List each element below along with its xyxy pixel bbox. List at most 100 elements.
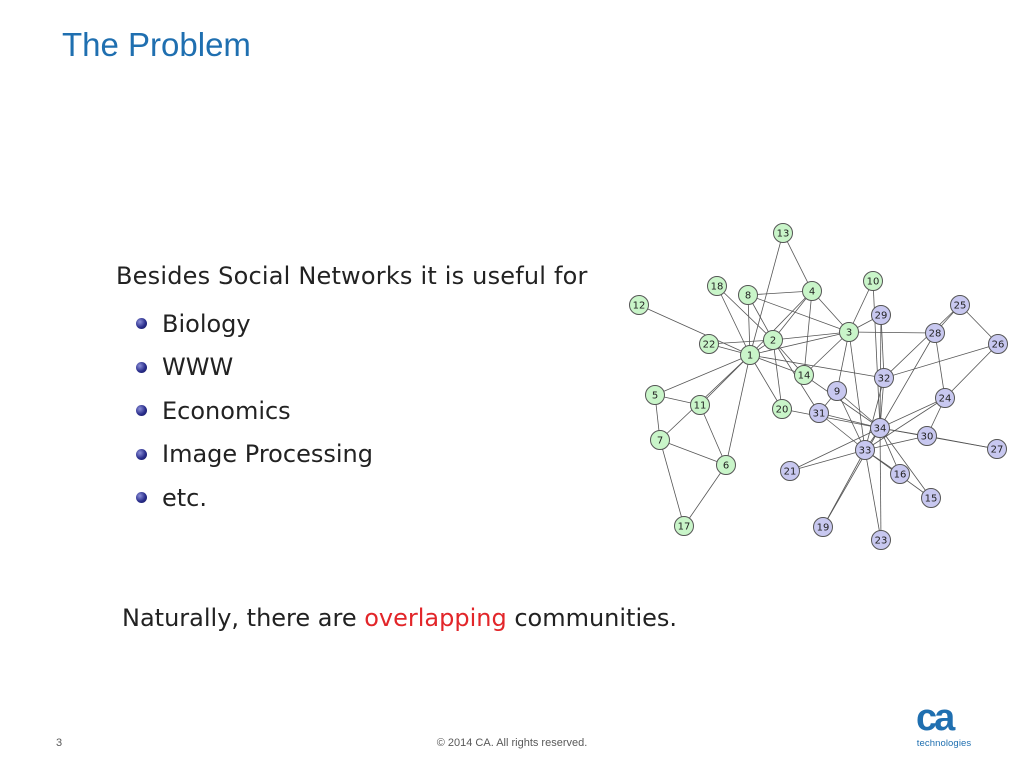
bullet-label: WWW [162, 353, 234, 382]
graph-node-23: 23 [871, 530, 891, 550]
graph-edge [864, 435, 928, 451]
graph-edge [749, 331, 850, 356]
graph-node-circle [763, 330, 783, 350]
graph-node-32: 32 [874, 368, 894, 388]
graph-node-label: 11 [694, 401, 707, 412]
graph-node-circle [987, 439, 1007, 459]
graph-node-30: 30 [917, 426, 937, 446]
graph-node-circle [716, 455, 736, 475]
graph-node-circle [674, 516, 694, 536]
bullet-icon [136, 318, 147, 330]
graph-node-label: 24 [939, 394, 952, 405]
graph-node-circle [950, 295, 970, 315]
graph-edge [879, 427, 932, 499]
graph-node-16: 16 [890, 464, 910, 484]
graph-node-label: 1 [747, 351, 753, 362]
graph-node-5: 5 [645, 385, 665, 405]
conclusion-highlight: overlapping [364, 604, 507, 632]
graph-edge [803, 374, 881, 429]
bullet-item: Economics [136, 389, 373, 433]
bullet-item: Biology [136, 302, 373, 346]
graph-node-14: 14 [794, 365, 814, 385]
graph-edge [781, 408, 881, 429]
graph-edges [638, 232, 999, 541]
graph-node-circle [863, 271, 883, 291]
graph-node-25: 25 [950, 295, 970, 315]
conclusion-lead: Naturally, there are [122, 604, 365, 632]
graph-edge [864, 449, 882, 541]
graph-node-circle [780, 461, 800, 481]
graph-node-4: 4 [802, 281, 822, 301]
graph-node-label: 32 [878, 374, 891, 385]
graph-node-34: 34 [870, 418, 890, 438]
graph-node-circle [794, 365, 814, 385]
graph-edge [659, 439, 727, 466]
bullet-item: Image Processing [136, 433, 373, 477]
graph-edge [772, 331, 850, 341]
graph-node-label: 2 [770, 336, 776, 347]
graph-edge [708, 339, 774, 345]
conclusion-text: Naturally, there are overlapping communi… [122, 604, 677, 632]
graph-node-20: 20 [772, 399, 792, 419]
graph-node-label: 16 [894, 470, 907, 481]
graph-node-label: 12 [633, 301, 646, 312]
graph-edge [880, 314, 885, 379]
graph-node-circle [870, 418, 890, 438]
graph-edge [836, 331, 850, 392]
graph-node-7: 7 [650, 430, 670, 450]
graph-node-circle [855, 440, 875, 460]
graph-node-label: 34 [874, 424, 887, 435]
graph-node-label: 23 [875, 536, 888, 547]
graph-node-label: 18 [711, 282, 724, 293]
graph-node-circle [925, 323, 945, 343]
bullet-label: Biology [162, 309, 251, 338]
graph-edge [848, 331, 866, 451]
graph-edge [638, 304, 751, 356]
bullet-icon [136, 492, 147, 504]
graph-node-label: 22 [703, 340, 716, 351]
graph-node-11: 11 [690, 395, 710, 415]
graph-node-label: 29 [875, 311, 888, 322]
graph-node-label: 19 [817, 523, 830, 534]
graph-edge [654, 354, 751, 396]
bullet-item: etc. [136, 476, 373, 520]
graph-node-26: 26 [988, 334, 1008, 354]
graph-node-9: 9 [827, 381, 847, 401]
graph-edge [699, 354, 751, 406]
graph-node-label: 10 [867, 277, 880, 288]
graph-node-label: 13 [777, 229, 790, 240]
graph-edge [749, 354, 783, 410]
ca-technologies-logo: ca technologies [912, 698, 976, 752]
graph-edge [749, 290, 813, 356]
graph-node-29: 29 [871, 305, 891, 325]
graph-node-label: 17 [678, 522, 691, 533]
bullet-label: etc. [162, 483, 207, 512]
bullet-item: WWW [136, 346, 373, 390]
graph-node-label: 4 [809, 287, 815, 298]
graph-edge [879, 427, 882, 541]
graph-edge [659, 439, 685, 527]
graph-edge [803, 331, 850, 376]
graph-node-label: 25 [954, 301, 967, 312]
graph-node-label: 33 [859, 446, 872, 457]
graph-node-circle [813, 517, 833, 537]
graph-node-17: 17 [674, 516, 694, 536]
graph-node-22: 22 [699, 334, 719, 354]
graph-edge [772, 290, 813, 341]
graph-node-circle [690, 395, 710, 415]
graph-edge [683, 464, 727, 527]
graph-edge [699, 404, 727, 466]
graph-edge [864, 377, 885, 451]
graph-node-circle [809, 403, 829, 423]
graph-node-19: 19 [813, 517, 833, 537]
graph-edge [883, 304, 961, 379]
graph-node-1: 1 [740, 345, 760, 365]
graph-node-2: 2 [763, 330, 783, 350]
graph-node-8: 8 [738, 285, 758, 305]
graph-node-label: 28 [929, 329, 942, 340]
graph-node-15: 15 [921, 488, 941, 508]
intro-text: Besides Social Networks it is useful for [116, 262, 588, 290]
